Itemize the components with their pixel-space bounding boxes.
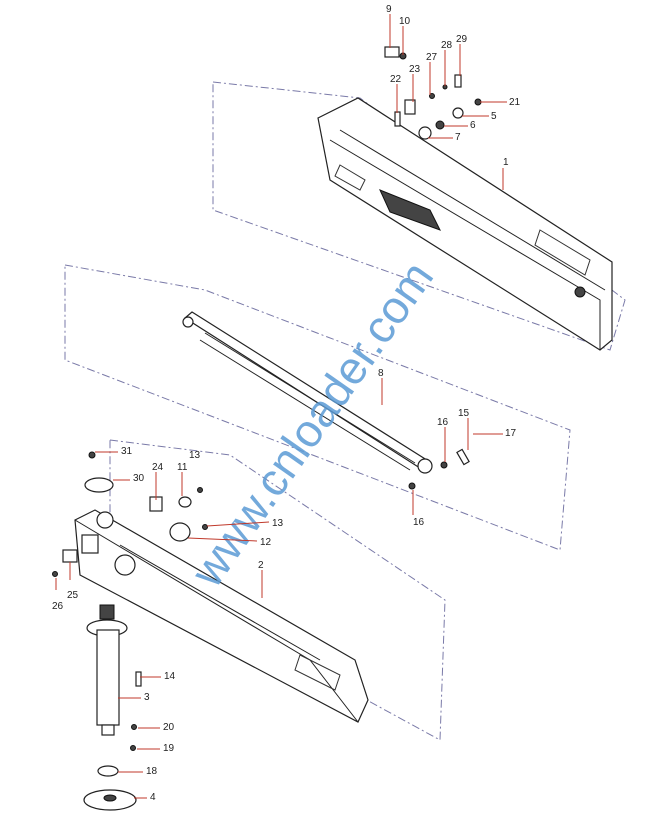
part-label-2: 2 xyxy=(258,560,264,571)
part-label-6: 6 xyxy=(470,120,476,131)
part-label-31: 31 xyxy=(121,446,133,457)
boom-section-3 xyxy=(74,509,369,723)
part-label-18: 18 xyxy=(146,766,158,777)
part-label-7: 7 xyxy=(455,132,461,143)
part-label-9: 9 xyxy=(386,4,392,15)
leader-line xyxy=(187,537,258,542)
part-label-23: 23 xyxy=(409,64,421,75)
cylinder-8 xyxy=(182,311,470,490)
part-label-16: 16 xyxy=(437,417,449,428)
part-label-27: 27 xyxy=(426,52,438,63)
part-label-29: 29 xyxy=(456,34,468,45)
part-label-11: 11 xyxy=(177,462,188,473)
boom-2-outline xyxy=(64,264,571,551)
part-label-4: 4 xyxy=(150,792,156,803)
part-label-20: 20 xyxy=(163,722,175,733)
part-label-8: 8 xyxy=(378,368,384,379)
part-label-13: 13 xyxy=(189,450,201,461)
part-label-21: 21 xyxy=(509,97,521,108)
part-label-15: 15 xyxy=(458,408,470,419)
part-label-12: 12 xyxy=(260,537,272,548)
leader-line xyxy=(206,521,270,527)
part-label-14: 14 xyxy=(164,671,176,682)
part-label-13: 13 xyxy=(272,518,284,529)
column-3 xyxy=(83,604,142,811)
part-label-3: 3 xyxy=(144,692,150,703)
small-parts xyxy=(52,46,482,577)
part-label-24: 24 xyxy=(152,462,164,473)
part-label-10: 10 xyxy=(399,16,411,27)
part-label-17: 17 xyxy=(505,428,517,439)
part-label-5: 5 xyxy=(491,111,497,122)
part-label-1: 1 xyxy=(503,157,509,168)
part-label-16: 16 xyxy=(413,517,425,528)
part-label-22: 22 xyxy=(390,74,402,85)
part-label-30: 30 xyxy=(133,473,145,484)
part-label-28: 28 xyxy=(441,40,453,51)
boom-1-outline xyxy=(212,81,626,351)
boom-section-1 xyxy=(317,97,613,351)
part-label-25: 25 xyxy=(67,590,79,601)
part-label-19: 19 xyxy=(163,743,175,754)
part-label-26: 26 xyxy=(52,601,64,612)
watermark: www.cnloader.com xyxy=(180,252,443,597)
